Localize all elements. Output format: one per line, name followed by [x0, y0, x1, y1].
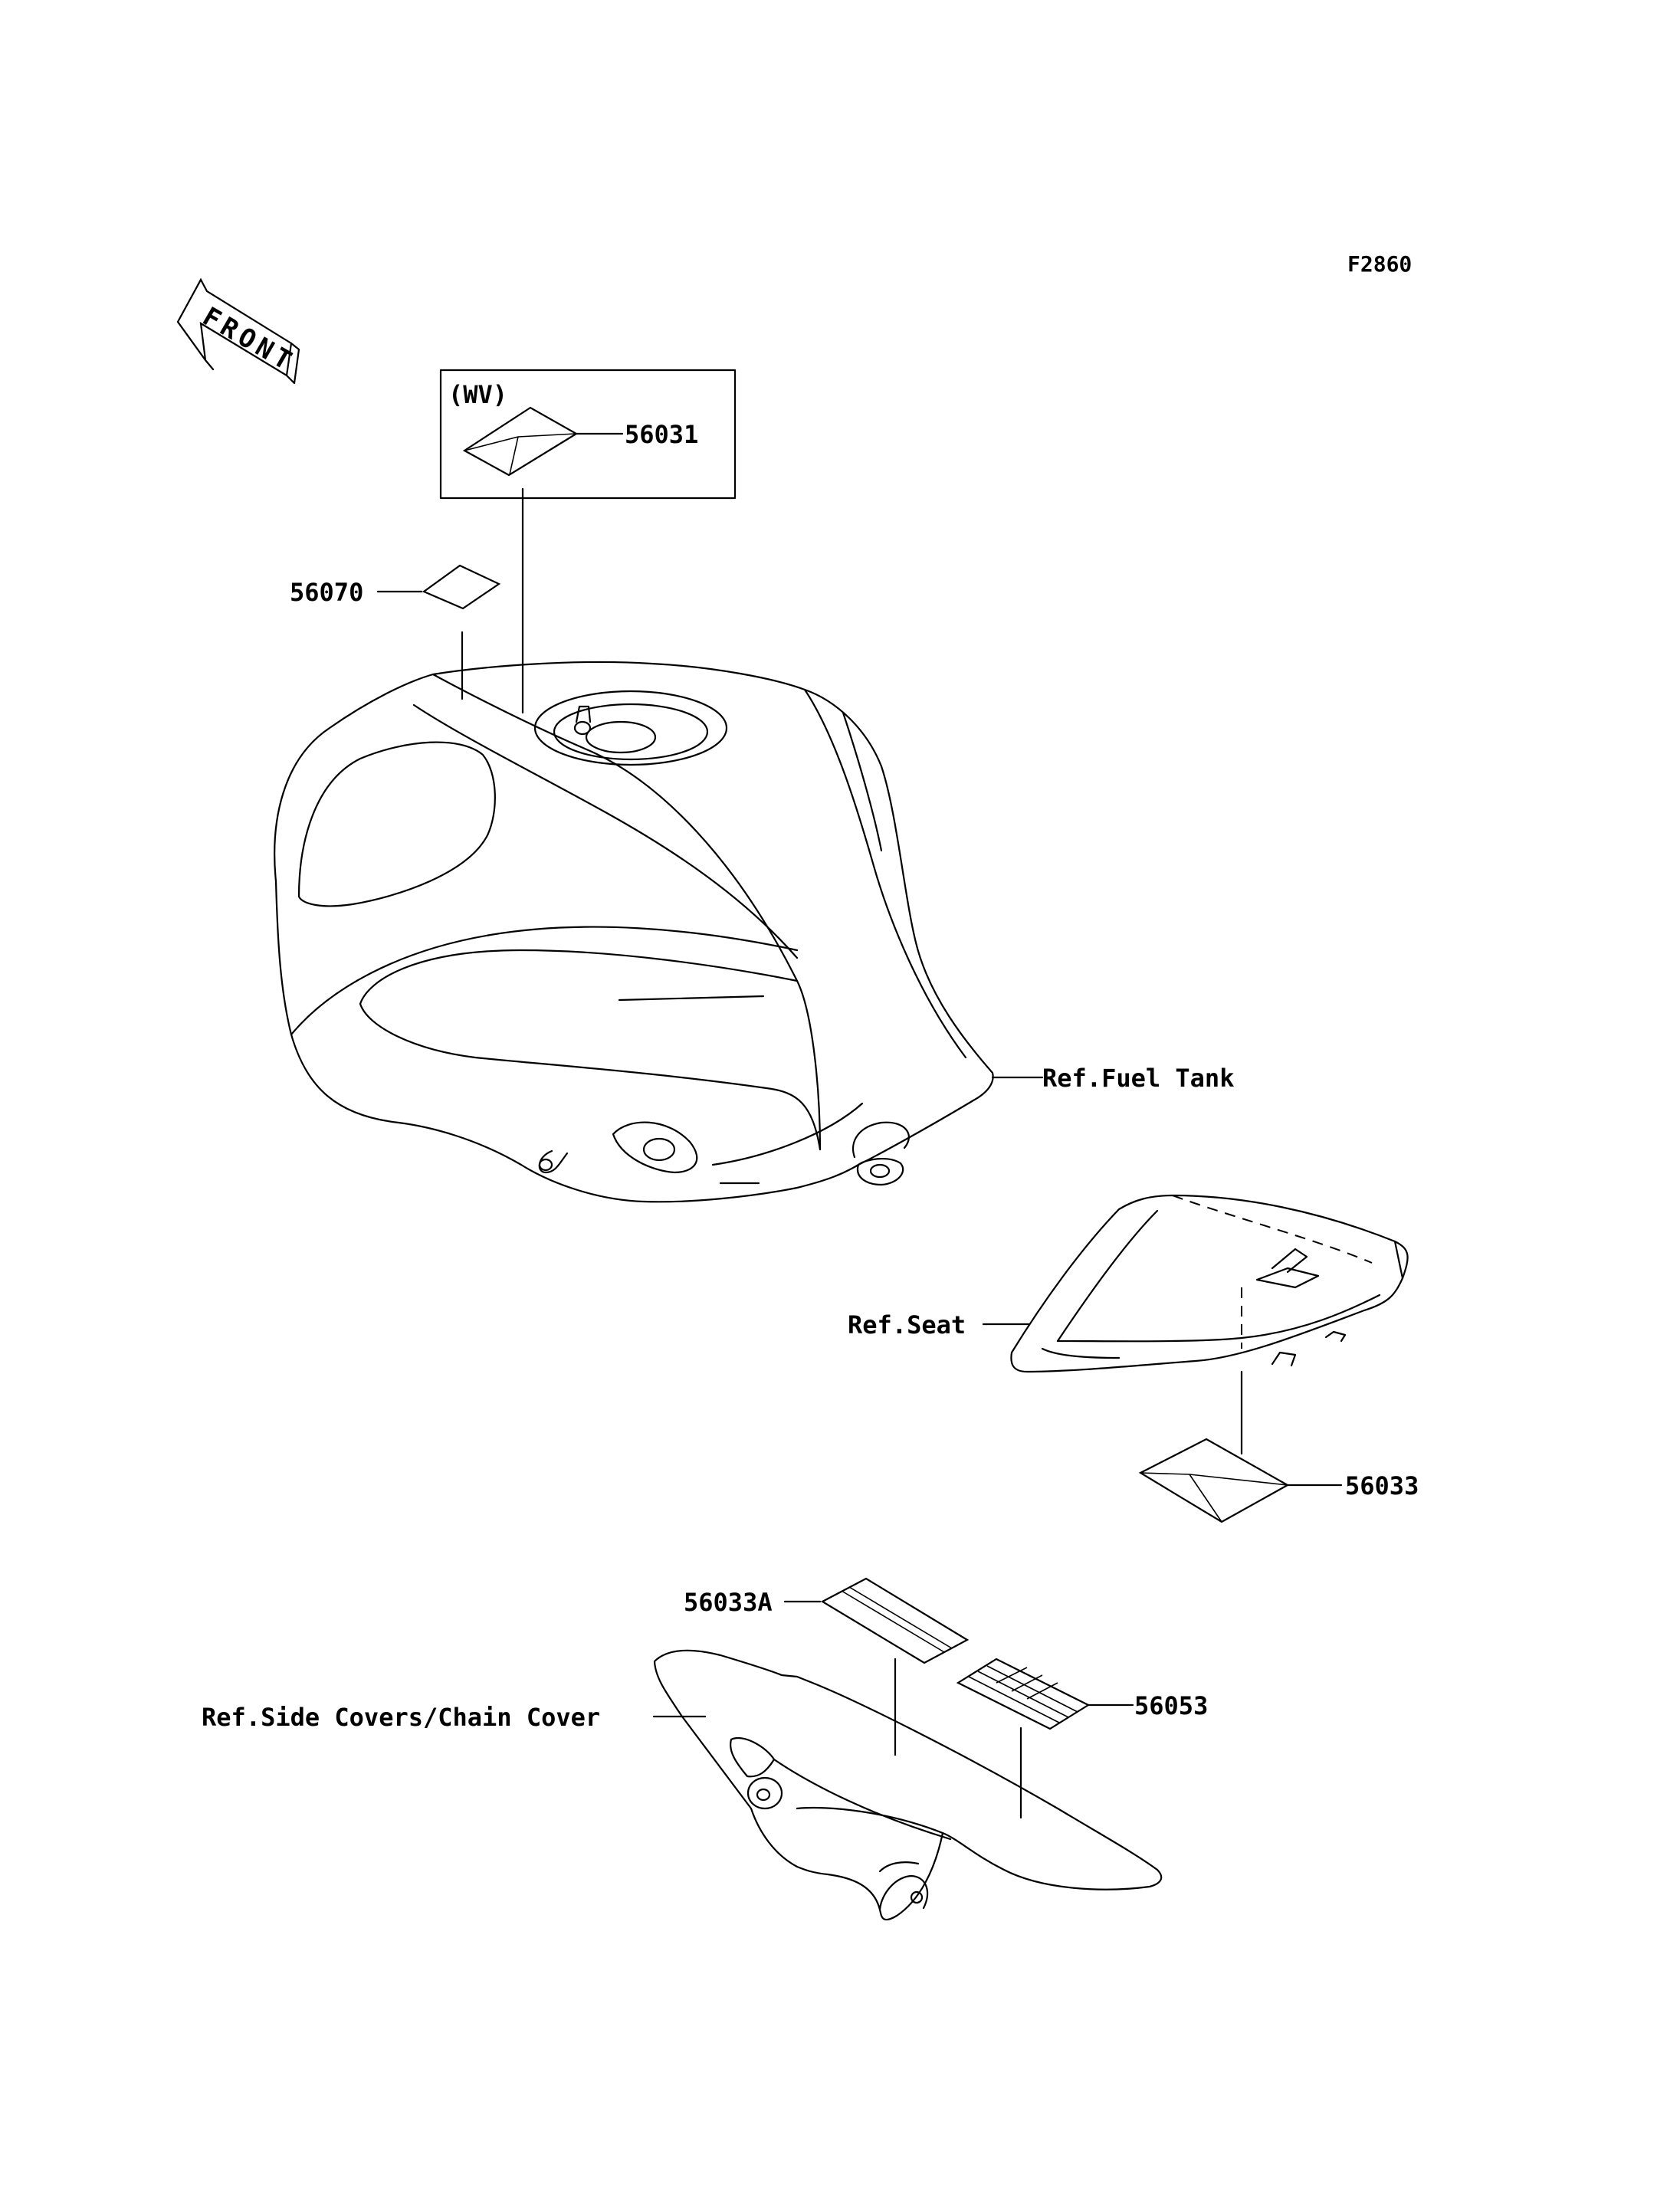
- decal-56070-icon: [422, 564, 501, 610]
- part-56070: 56070: [290, 578, 363, 607]
- decal-56053-icon: [956, 1658, 1091, 1730]
- decal-56033-icon: [1138, 1438, 1290, 1523]
- figure-code: F2860: [1347, 251, 1412, 277]
- part-56033: 56033: [1345, 1471, 1419, 1500]
- part-56033a: 56033A: [684, 1588, 773, 1617]
- ref-side-covers-label: Ref.Side Covers/Chain Cover: [202, 1703, 600, 1732]
- ref-seat-label: Ref.Seat: [848, 1310, 966, 1340]
- front-arrow-icon: FRONT: [176, 277, 300, 385]
- seat-icon: [1010, 1194, 1409, 1373]
- decal-56031-icon: [462, 406, 579, 477]
- ref-fuel-tank-label: Ref.Fuel Tank: [1042, 1064, 1234, 1093]
- variant-tag: (WV): [448, 380, 507, 409]
- decal-56033a-icon: [820, 1577, 970, 1664]
- part-56053: 56053: [1134, 1691, 1208, 1720]
- variant-box: (WV) 56031: [439, 369, 737, 500]
- chain-cover-icon: [653, 1649, 1163, 1921]
- fuel-tank-icon: [274, 661, 994, 1203]
- part-56031: 56031: [625, 420, 698, 449]
